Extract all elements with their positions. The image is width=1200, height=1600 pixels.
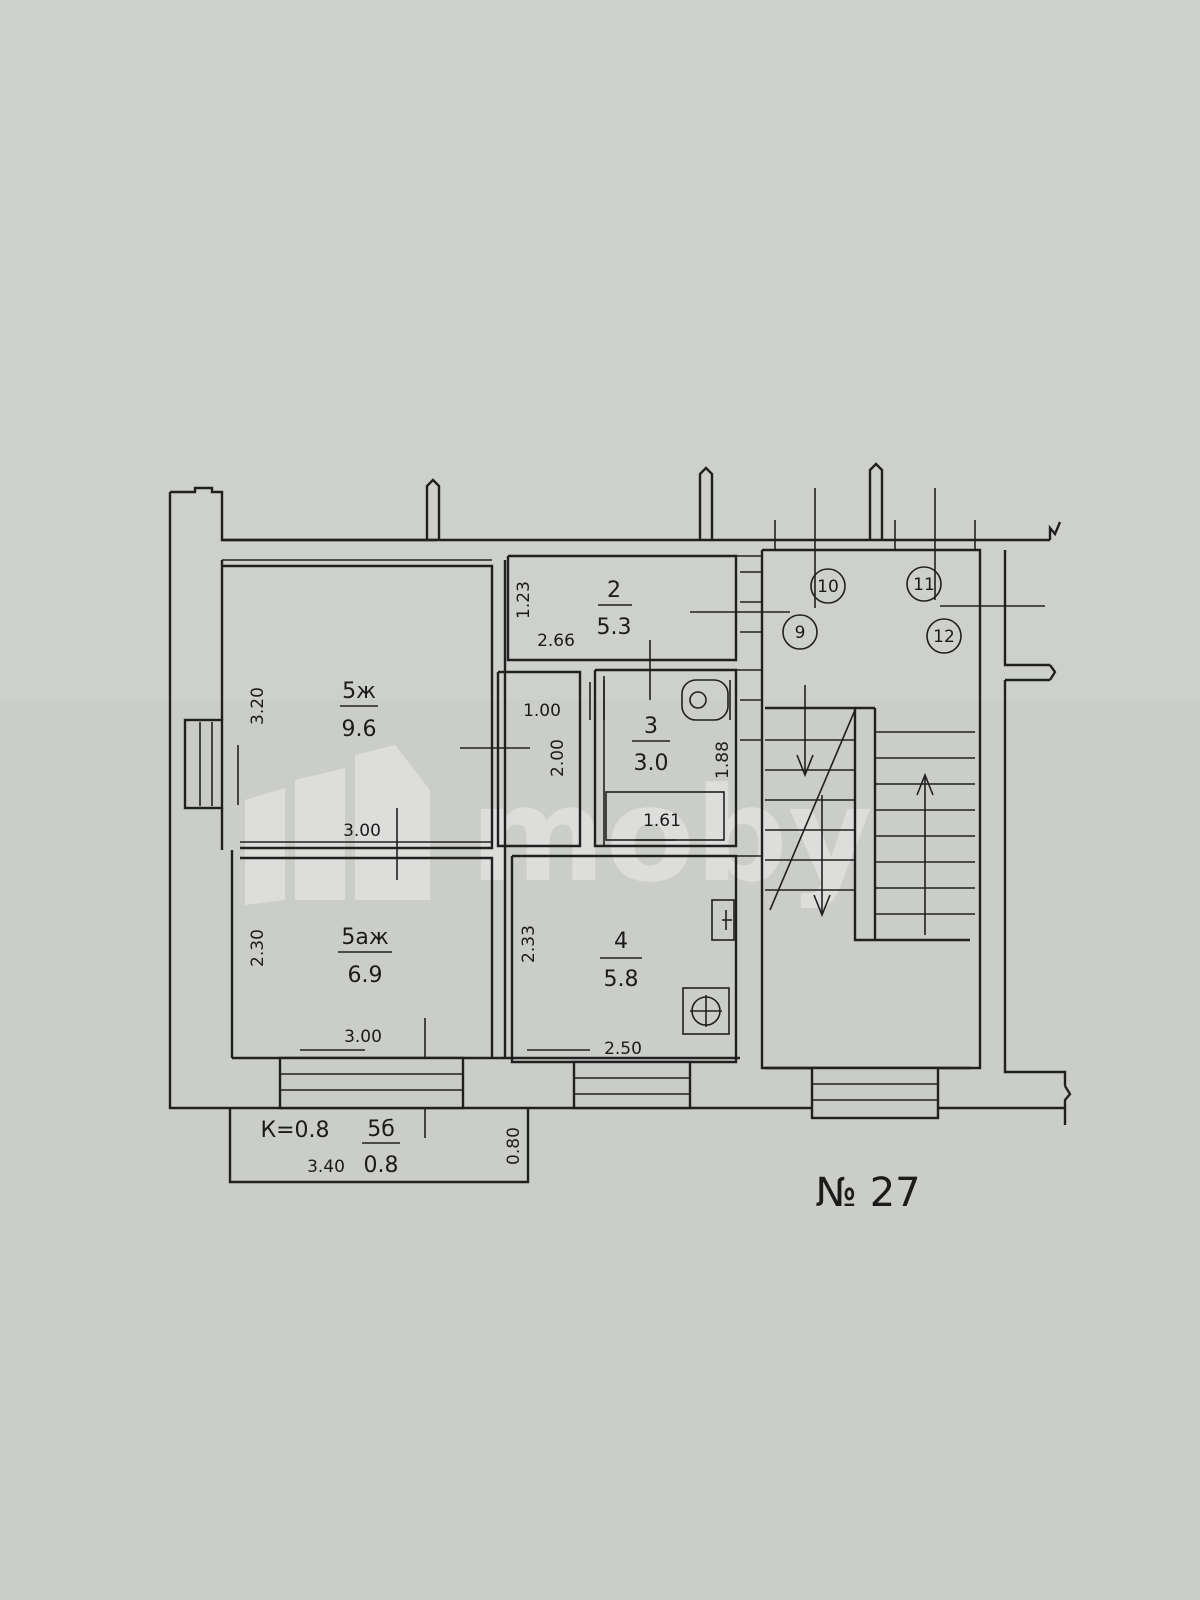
living-room-width: 3.00	[343, 821, 381, 841]
room-5azh-width: 3.00	[344, 1027, 382, 1047]
living-room-height: 3.20	[248, 687, 268, 725]
bathroom-area: 3.0	[634, 751, 669, 776]
kitchen-fixtures	[682, 899, 735, 1035]
room-5azh-area: 6.9	[348, 963, 383, 988]
balcony-coefficient: К=0.8	[260, 1118, 329, 1143]
stove-icon	[682, 987, 730, 1035]
watermark-logo: moby	[245, 745, 873, 911]
sink-icon	[711, 899, 735, 941]
watermark-text: moby	[470, 759, 873, 911]
hall-area: 5.3	[597, 615, 632, 640]
toilet-icon	[681, 679, 729, 721]
living-room-area: 9.6	[342, 717, 377, 742]
marker-11-circle	[906, 566, 942, 602]
kitchen-height: 2.33	[519, 925, 539, 963]
marker-12-label: 12	[933, 627, 955, 647]
marker-12-circle	[926, 618, 962, 654]
hall-height: 1.23	[514, 581, 534, 619]
balcony-width: 3.40	[307, 1157, 345, 1177]
kitchen-area: 5.8	[604, 967, 639, 992]
fraction-bars	[338, 604, 670, 1144]
riser-markers	[690, 488, 1045, 654]
balcony-outline	[228, 1108, 530, 1184]
bathroom-height: 1.88	[713, 741, 733, 779]
bathroom-number: 3	[644, 714, 658, 739]
room-5azh-height: 2.30	[248, 929, 268, 967]
marker-10-circle	[810, 568, 846, 604]
marker-11-label: 11	[913, 575, 935, 595]
living-room-number: 5ж	[342, 679, 376, 704]
paper-light	[0, 0, 1200, 700]
interior-walls	[222, 548, 982, 1070]
apartment-number: № 27	[815, 1170, 920, 1216]
staircase	[765, 685, 975, 942]
room-5azh-number: 5аж	[341, 925, 388, 950]
closet-width: 1.00	[523, 701, 561, 721]
top-wall-blocks	[740, 520, 976, 741]
kitchen-number: 4	[614, 929, 628, 954]
outer-walls	[168, 462, 1072, 1125]
balcony-height: 0.80	[504, 1127, 524, 1165]
bathroom-width: 1.61	[643, 811, 681, 831]
marker-9-label: 9	[795, 623, 806, 643]
closet-height: 2.00	[548, 739, 568, 777]
balcony-number: 5б	[367, 1117, 395, 1142]
marker-9-circle	[782, 614, 818, 650]
door-markers	[237, 682, 591, 1138]
bathroom-fixtures	[603, 640, 731, 847]
kitchen-width: 2.50	[604, 1039, 642, 1059]
marker-10-label: 10	[817, 577, 839, 597]
hall-number: 2	[607, 578, 621, 603]
bottom-windows	[278, 1056, 940, 1120]
hall-width: 2.66	[537, 631, 575, 651]
balcony-area: 0.8	[364, 1153, 399, 1178]
